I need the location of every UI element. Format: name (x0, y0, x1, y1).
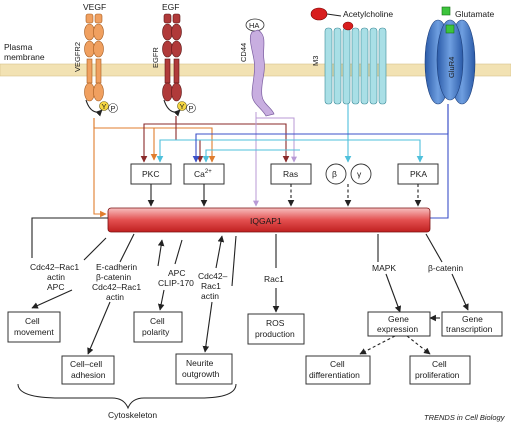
svg-text:Neurite: Neurite (186, 358, 214, 368)
ras-label: Ras (283, 169, 298, 179)
svg-text:Cell: Cell (150, 316, 165, 326)
svg-text:APC: APC (47, 282, 64, 292)
iqgap1-label: IQGAP1 (250, 216, 282, 226)
pka-node: PKA (397, 163, 439, 185)
egfr-y-label: Y (180, 102, 185, 111)
output-cell-differentiation: Cell differentiation (305, 355, 371, 385)
glur4-label: GluR4 (447, 57, 456, 78)
svg-text:E-cadherin: E-cadherin (96, 262, 137, 272)
partner-apc-clip170: APC CLIP-170 (158, 268, 194, 288)
iqgap1-scaffold: IQGAP1 (107, 207, 431, 233)
partner-cdc42-rac1-actin: Cdc42– Rac1 actin (198, 271, 228, 301)
svg-text:Cell–cell: Cell–cell (70, 359, 102, 369)
svg-text:actin: actin (106, 292, 124, 302)
partner-cdc42-actin-apc: Cdc42–Rac1 actin APC (30, 262, 79, 292)
vegfr2-receptor: VEGF VEGFR2 Y P (73, 2, 118, 117)
acetylcholine-label: Acetylcholine (343, 9, 393, 19)
svg-text:production: production (255, 329, 295, 339)
svg-text:Cdc42–Rac1: Cdc42–Rac1 (30, 262, 79, 272)
svg-text:polarity: polarity (142, 327, 170, 337)
vegfr2-p-label: P (111, 104, 116, 113)
calcium-node: Ca2+ (183, 163, 225, 185)
vegfr2-label: VEGFR2 (73, 42, 82, 72)
output-cell-proliferation: Cell proliferation (409, 355, 471, 385)
membrane-label-line2: membrane (4, 52, 45, 62)
cd44-label: CD44 (239, 43, 248, 62)
glur4-receptor: Glutamate GluR4 (424, 6, 494, 105)
ras-node: Ras (270, 163, 312, 185)
svg-text:Gene: Gene (462, 314, 483, 324)
glutamate-label: Glutamate (455, 9, 494, 19)
output-ros-production: ROS production (247, 313, 305, 345)
svg-text:expression: expression (377, 324, 418, 334)
cytoskeleton-brace (17, 383, 237, 410)
pka-label: PKA (410, 169, 427, 179)
svg-text:β-catenin: β-catenin (96, 272, 131, 282)
svg-text:actin: actin (201, 291, 219, 301)
output-gene-expression: Gene expression (367, 311, 431, 337)
output-neurite-outgrowth: Neurite outgrowth (175, 353, 233, 385)
m3-label: M3 (311, 56, 320, 66)
svg-text:movement: movement (14, 327, 54, 337)
svg-text:Rac1: Rac1 (201, 281, 221, 291)
vegfr2-y-label: Y (102, 102, 107, 111)
membrane-label-line1: Plasma (4, 42, 33, 52)
ha-label: HA (249, 21, 259, 30)
cd44-receptor: HA CD44 (239, 18, 275, 117)
g-beta-label: β (332, 169, 337, 179)
ca-label: Ca2+ (194, 169, 212, 179)
egfr-p-label: P (189, 104, 194, 113)
g-gamma-label: γ (357, 169, 362, 179)
svg-text:Cell: Cell (330, 359, 345, 369)
output-gene-transcription: Gene transcription (441, 311, 503, 337)
svg-text:ROS: ROS (266, 318, 285, 328)
partner-ecadherin-group: E-cadherin β-catenin Cdc42–Rac1 actin (92, 262, 141, 302)
pkc-node: PKC (130, 163, 172, 185)
svg-text:actin: actin (47, 272, 65, 282)
svg-text:Gene: Gene (388, 314, 409, 324)
egf-label: EGF (162, 2, 179, 12)
svg-text:Cell: Cell (25, 316, 40, 326)
pkc-label: PKC (142, 169, 159, 179)
footer-credit: TRENDS in Cell Biology (424, 413, 506, 422)
svg-text:APC: APC (168, 268, 185, 278)
svg-text:Cdc42–Rac1: Cdc42–Rac1 (92, 282, 141, 292)
vegf-label: VEGF (83, 2, 106, 12)
svg-text:adhesion: adhesion (71, 370, 106, 380)
partner-mapk: MAPK (372, 263, 396, 273)
m3-receptor: Acetylcholine M3 (310, 7, 393, 105)
svg-text:proliferation: proliferation (415, 370, 460, 380)
svg-text:differentiation: differentiation (309, 370, 360, 380)
svg-text:transcription: transcription (446, 324, 493, 334)
egfr-receptor: EGF EGFR Y P (151, 2, 196, 117)
output-cell-movement: Cell movement (7, 311, 61, 343)
partner-beta-catenin: β-catenin (428, 263, 463, 273)
egfr-label: EGFR (151, 47, 160, 68)
svg-text:outgrowth: outgrowth (182, 369, 220, 379)
svg-text:CLIP-170: CLIP-170 (158, 278, 194, 288)
svg-text:Cell: Cell (432, 359, 447, 369)
cytoskeleton-label: Cytoskeleton (108, 410, 157, 420)
g-beta-gamma-node: β γ (325, 163, 372, 185)
output-cell-polarity: Cell polarity (133, 311, 183, 343)
svg-text:Cdc42–: Cdc42– (198, 271, 228, 281)
partner-rac1: Rac1 (264, 274, 284, 284)
output-cell-cell-adhesion: Cell–cell adhesion (61, 355, 115, 385)
